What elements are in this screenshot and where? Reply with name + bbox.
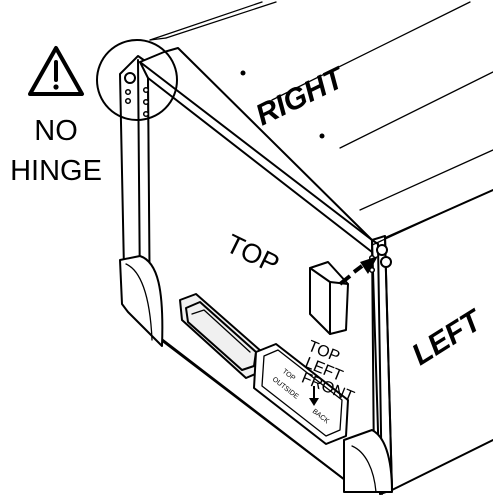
face-label-left: LEFT	[406, 303, 489, 372]
warning-triangle-icon	[28, 46, 84, 96]
corner-bumper-left	[119, 255, 164, 347]
top-left-front-tag	[309, 261, 349, 335]
arrow-down-icon	[309, 386, 319, 406]
arrow-head-icon	[360, 256, 378, 274]
hinge-dots	[240, 70, 325, 139]
orientation-label: TOP OUTSIDE BACK	[253, 343, 349, 445]
leader-arrow	[338, 256, 378, 286]
warning-no-text: NO	[34, 115, 78, 147]
face-label-right: RIGHT	[251, 61, 352, 133]
warning-hinge-text: HINGE	[10, 155, 102, 187]
callout-circle	[96, 39, 178, 121]
corner-bumper-right	[343, 429, 393, 493]
